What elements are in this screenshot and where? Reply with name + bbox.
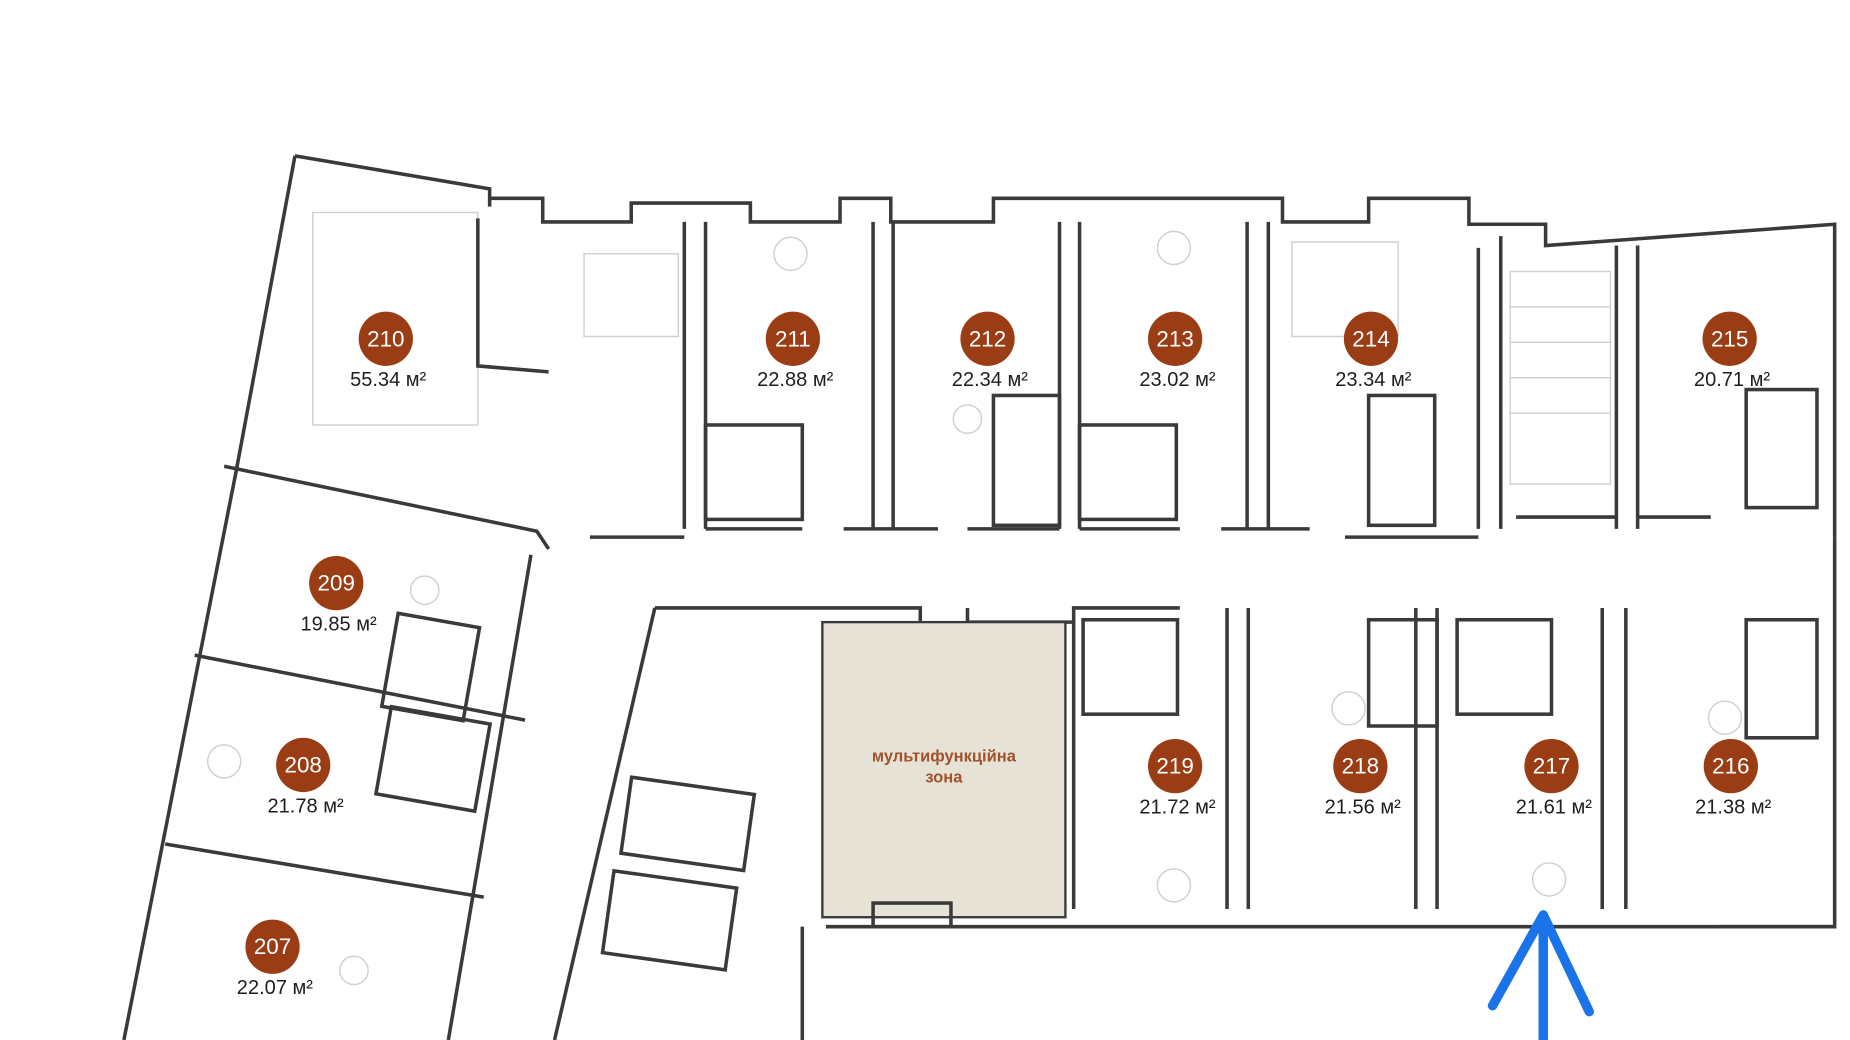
walls xyxy=(122,154,1837,1040)
unit-area: 21.56 м² xyxy=(1325,796,1401,818)
multifunction-zone[interactable]: мультифункційна зона xyxy=(821,620,1067,929)
unit-area: 21.61 м² xyxy=(1516,796,1592,818)
furniture-details xyxy=(206,211,1743,986)
unit-badge[interactable] xyxy=(309,556,364,611)
unit-number: 209 xyxy=(318,571,355,596)
unit-number: 213 xyxy=(1156,326,1193,351)
unit-218[interactable]: 218 21.56 м² xyxy=(1325,738,1401,818)
unit-area: 22.07 м² xyxy=(237,977,313,999)
unit-number: 219 xyxy=(1156,754,1193,779)
unit-badge[interactable] xyxy=(1333,738,1388,794)
zone-label-line2: зона xyxy=(925,768,963,787)
unit-211[interactable]: 211 22.88 м² xyxy=(757,311,834,391)
unit-markers: 210 55.34 м² 211 22.88 м² 212 22.34 м² 213 23.0… xyxy=(237,311,1772,999)
unit-badge[interactable] xyxy=(1702,311,1757,366)
unit-badge[interactable] xyxy=(276,737,331,793)
unit-badge[interactable] xyxy=(1147,311,1203,366)
unit-number: 218 xyxy=(1342,754,1379,779)
unit-217[interactable]: 217 21.61 м² xyxy=(1516,738,1592,818)
zone-label-line1: мультифункційна xyxy=(872,746,1017,765)
unit-219[interactable]: 219 21.72 м² xyxy=(1139,738,1216,818)
unit-208[interactable]: 208 21.78 м² xyxy=(267,737,344,817)
unit-area: 21.72 м² xyxy=(1139,796,1215,818)
unit-216[interactable]: 216 21.38 м² xyxy=(1695,738,1772,818)
unit-area: 20.71 м² xyxy=(1694,369,1770,391)
unit-area: 21.78 м² xyxy=(267,795,343,817)
unit-area: 22.34 м² xyxy=(952,369,1028,391)
unit-badge[interactable] xyxy=(960,311,1015,366)
unit-number: 216 xyxy=(1712,754,1749,779)
unit-212[interactable]: 212 22.34 м² xyxy=(952,311,1028,391)
unit-number: 212 xyxy=(969,326,1006,351)
unit-badge[interactable] xyxy=(1524,738,1579,794)
unit-area: 19.85 м² xyxy=(301,613,377,635)
unit-badge[interactable] xyxy=(765,311,820,366)
unit-number: 215 xyxy=(1711,326,1748,351)
up-arrow-marker-icon xyxy=(1487,910,1594,1040)
unit-number: 210 xyxy=(367,326,404,351)
unit-number: 217 xyxy=(1533,754,1570,779)
unit-badge[interactable] xyxy=(358,311,413,366)
unit-number: 208 xyxy=(285,752,322,777)
unit-area: 22.88 м² xyxy=(757,369,833,391)
unit-number: 207 xyxy=(254,934,291,959)
unit-210[interactable]: 210 55.34 м² xyxy=(350,311,427,391)
unit-area: 23.02 м² xyxy=(1139,369,1215,391)
unit-area: 55.34 м² xyxy=(350,369,426,391)
unit-area: 21.38 м² xyxy=(1695,796,1771,818)
unit-207[interactable]: 207 22.07 м² xyxy=(237,919,313,999)
unit-215[interactable]: 215 20.71 м² xyxy=(1694,311,1770,391)
unit-number: 214 xyxy=(1352,326,1389,351)
unit-number: 211 xyxy=(775,326,811,351)
unit-badge[interactable] xyxy=(245,919,300,974)
unit-214[interactable]: 214 23.34 м² xyxy=(1335,311,1412,391)
unit-badge[interactable] xyxy=(1703,738,1758,794)
unit-213[interactable]: 213 23.02 м² xyxy=(1139,311,1216,391)
unit-badge[interactable] xyxy=(1147,738,1203,794)
unit-209[interactable]: 209 19.85 м² xyxy=(301,556,377,635)
unit-badge[interactable] xyxy=(1343,311,1399,366)
unit-area: 23.34 м² xyxy=(1335,369,1411,391)
